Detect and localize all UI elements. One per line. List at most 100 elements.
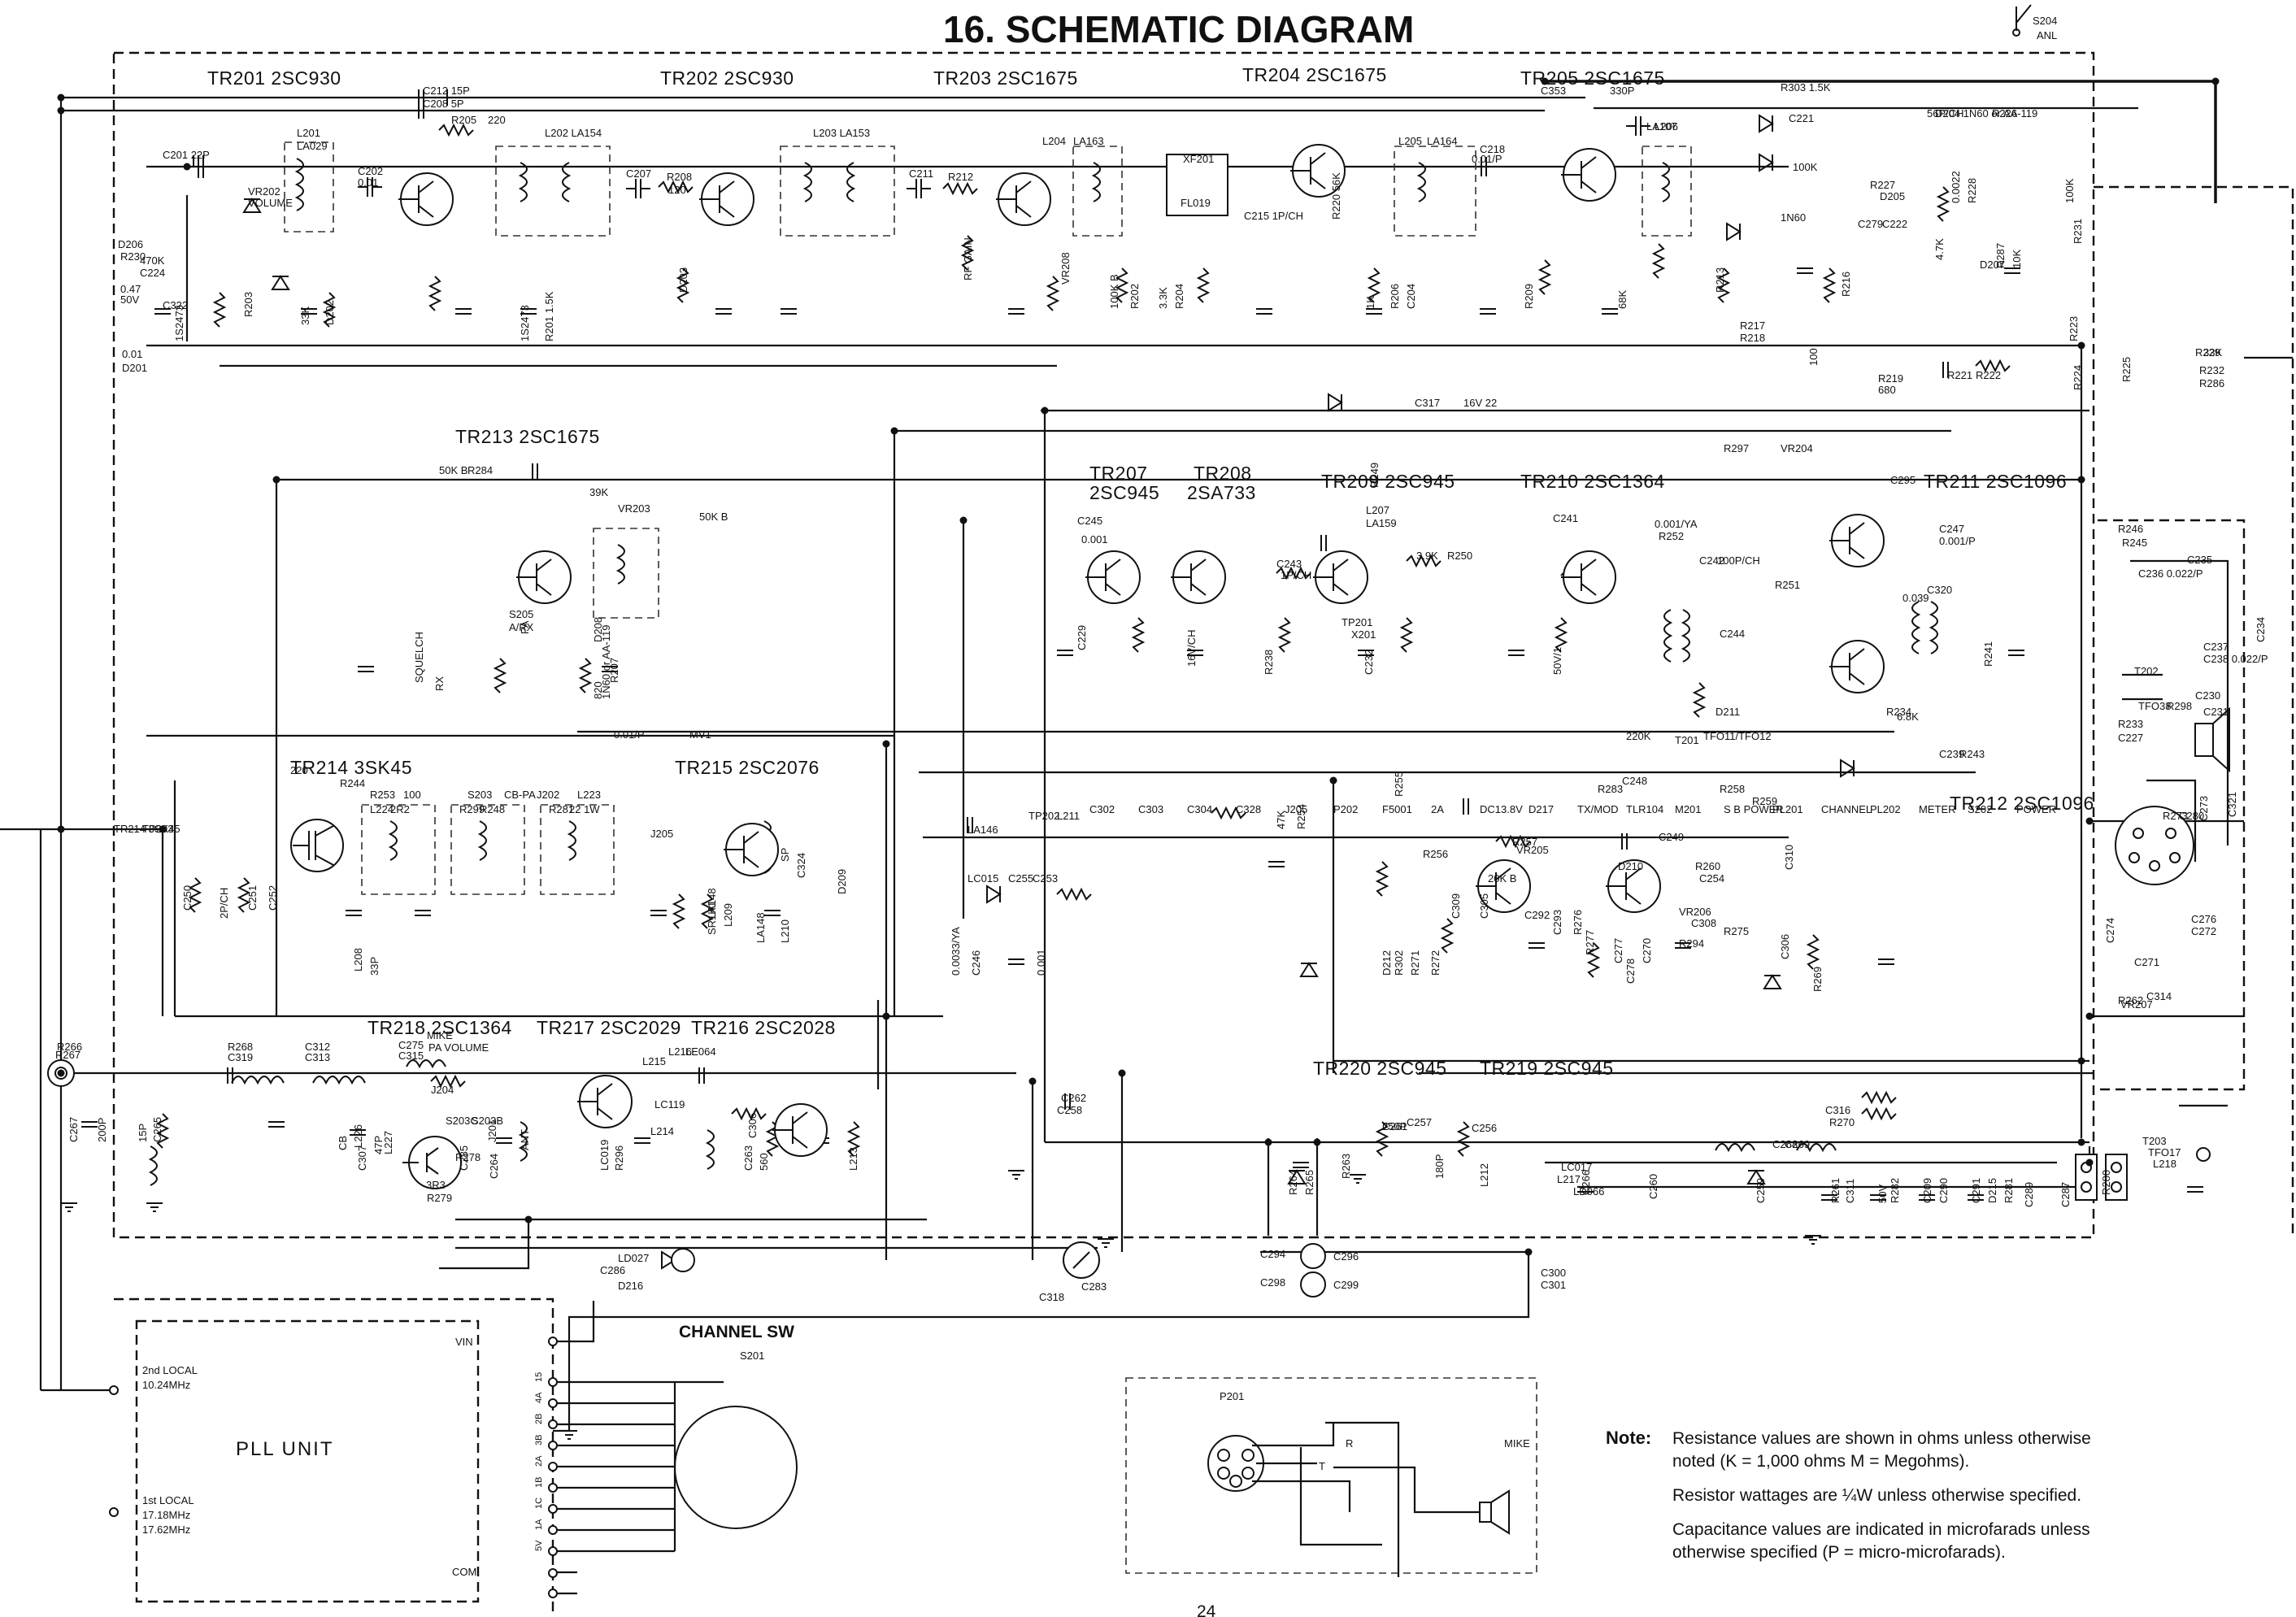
component-label: C299 [1333, 1279, 1359, 1291]
component-label: C251 [246, 885, 259, 911]
transistor-label: TR216 2SC2028 [691, 1017, 836, 1038]
component-label: C305 [1478, 893, 1490, 919]
component-label: C280 [2179, 810, 2204, 822]
channel-switch: CHANNEL SW S201 [673, 1323, 798, 1551]
component-label: R265 [1303, 1170, 1315, 1195]
component-label: R244 [340, 777, 365, 789]
component-label: C306 [1779, 934, 1791, 959]
component-label: TP202 [1028, 810, 1059, 822]
component-label: S203C [446, 1115, 478, 1127]
component-label: C309 [1450, 893, 1462, 919]
component-label: TP203 [142, 823, 173, 835]
pll-terminal [109, 1507, 119, 1517]
component-label: C320 [1927, 584, 1952, 596]
component-label: L227 [382, 1131, 394, 1154]
component-label: C275 [398, 1039, 424, 1051]
component-label: VOLUME [248, 197, 293, 209]
pll-1st-local-label: 1st LOCAL [142, 1494, 194, 1506]
jacks-and-switches [47, 4, 2230, 1298]
component-label: RF GAIN [962, 237, 974, 280]
component-label: 100 [1807, 348, 1820, 366]
component-label: 100K [1793, 161, 1818, 173]
pll-vin-label: VIN [455, 1336, 473, 1348]
transistor-label: TR207 [1089, 463, 1148, 484]
component-label: C273 [2198, 796, 2210, 821]
component-label: 250P [1382, 1120, 1407, 1132]
component-label: 0.01 [122, 348, 142, 360]
component-label: 39K [589, 486, 608, 498]
component-label: XF201 [1183, 153, 1214, 165]
component-label: 100K [2063, 178, 2076, 203]
note-line: Resistor wattages are ¼W unless otherwis… [1672, 1486, 2081, 1505]
component-label: D209 [836, 869, 848, 894]
component-label: PL202 [1870, 803, 1901, 815]
component-label: R223 [2068, 316, 2080, 341]
component-label: 22 1W [569, 803, 600, 815]
component-label: 47P [372, 1136, 385, 1154]
component-label: L212 [1478, 1163, 1490, 1187]
component-label: 50V [1876, 1184, 1889, 1203]
component-label: 100 [403, 789, 421, 801]
component-label: C237 [2203, 641, 2229, 653]
component-label: P202 [1333, 803, 1358, 815]
component-label: 0.001/YA [1655, 518, 1698, 530]
transistor-label: TR213 2SC1675 [455, 426, 600, 447]
component-label: C319 [228, 1051, 253, 1063]
component-label: C311 [1844, 1179, 1856, 1203]
component-label: J204 [431, 1084, 454, 1096]
component-label: C261 [1382, 1120, 1407, 1132]
component-label: RX [433, 676, 446, 691]
component-label: R202 [1128, 284, 1141, 309]
component-label: J201 [486, 1119, 498, 1142]
component-label: R266 [57, 1041, 82, 1053]
component-label: R275 [1724, 925, 1749, 937]
pll-pin-terminal [548, 1419, 558, 1429]
component-label: R208 [667, 171, 692, 183]
component-label: LC019 [598, 1140, 611, 1171]
pll-unit-label: PLL UNIT [236, 1438, 333, 1460]
component-label: PA [519, 620, 531, 634]
channel-sw-ref: S201 [740, 1350, 764, 1362]
component-label: C207 [626, 167, 651, 180]
component-label: 16V/CH [1185, 629, 1198, 667]
component-label: 120 [668, 184, 686, 196]
transistor-label: 2SC945 [1089, 482, 1159, 503]
component-label: L218 [2153, 1158, 2176, 1170]
component-label: R233 [2118, 718, 2143, 730]
component-label: C270 [1641, 938, 1653, 963]
component-label: R225 [2120, 357, 2133, 382]
component-label: C307 [356, 1145, 368, 1171]
component-label: T202 [2134, 665, 2159, 677]
component-label: C245 [1077, 515, 1102, 527]
component-label: C222 [1882, 218, 1907, 230]
component-label: 1S2473 [519, 305, 531, 341]
component-label: 50K B [439, 464, 467, 476]
component-label: R263 [1340, 1154, 1352, 1179]
component-label: VR205 [1516, 844, 1549, 856]
component-label: LC017 [1561, 1161, 1592, 1173]
component-label: C211 [909, 167, 933, 180]
component-label: C271 [2134, 956, 2159, 968]
component-label: C257 [1407, 1116, 1432, 1128]
component-label: C238 0.022/P [2203, 653, 2268, 665]
component-label: 2A [1431, 803, 1444, 815]
component-label: L226 [352, 1124, 364, 1148]
component-label: C324 [795, 853, 807, 878]
component-label: R250 [1447, 550, 1472, 562]
component-label: X201 [1351, 628, 1376, 641]
component-label: 6.8K [1897, 711, 1919, 723]
component-label: R267 [55, 1049, 80, 1061]
component-label: L215 [642, 1055, 666, 1067]
component-label: C279 [1858, 218, 1883, 230]
component-label: L211 [1057, 810, 1080, 822]
component-label: R280 [2100, 1170, 2112, 1195]
component-label: SQUELCH [413, 632, 425, 683]
component-label: S203 [467, 789, 492, 801]
component-label: R294 [1679, 937, 1704, 950]
pll-1st-local-freq-b: 17.62MHz [142, 1524, 190, 1536]
component-label: R283 [1598, 783, 1623, 795]
pll-pin-label: 1A [534, 1519, 544, 1530]
transistor-label: TR203 2SC1675 [933, 67, 1078, 89]
component-label: 50K B [699, 511, 728, 523]
component-label: C317 [1415, 397, 1440, 409]
